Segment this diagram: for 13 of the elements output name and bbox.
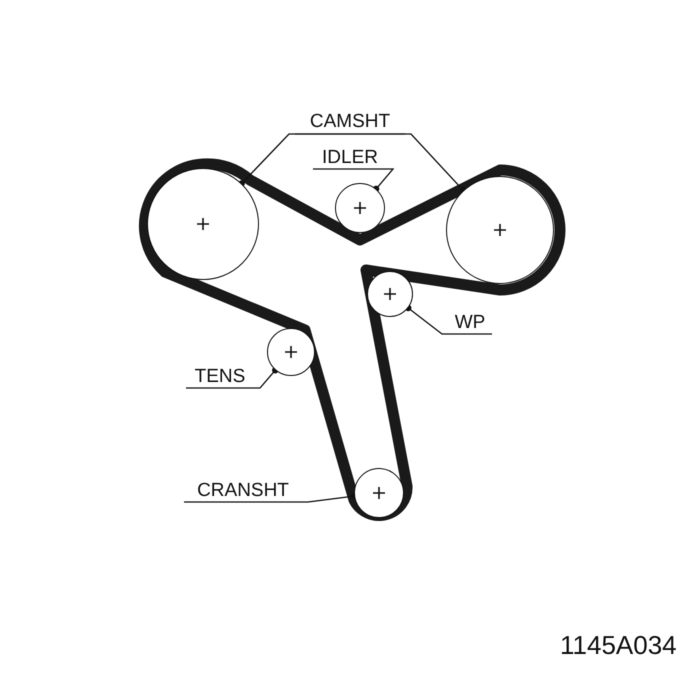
pulley (267, 328, 315, 376)
part-label: IDLER (322, 148, 378, 166)
leader-line (313, 168, 394, 192)
pulley (335, 183, 385, 233)
leader-line (295, 133, 467, 194)
part-label: CAMSHT (310, 112, 390, 130)
part-label: WP (454, 312, 486, 332)
part-label: CRANSHT (197, 480, 289, 500)
part-number: 1145A034 (560, 629, 677, 662)
part-label: TENS (194, 366, 246, 386)
leader-line (186, 366, 279, 389)
pulley (354, 468, 404, 518)
leader-line (404, 304, 492, 335)
